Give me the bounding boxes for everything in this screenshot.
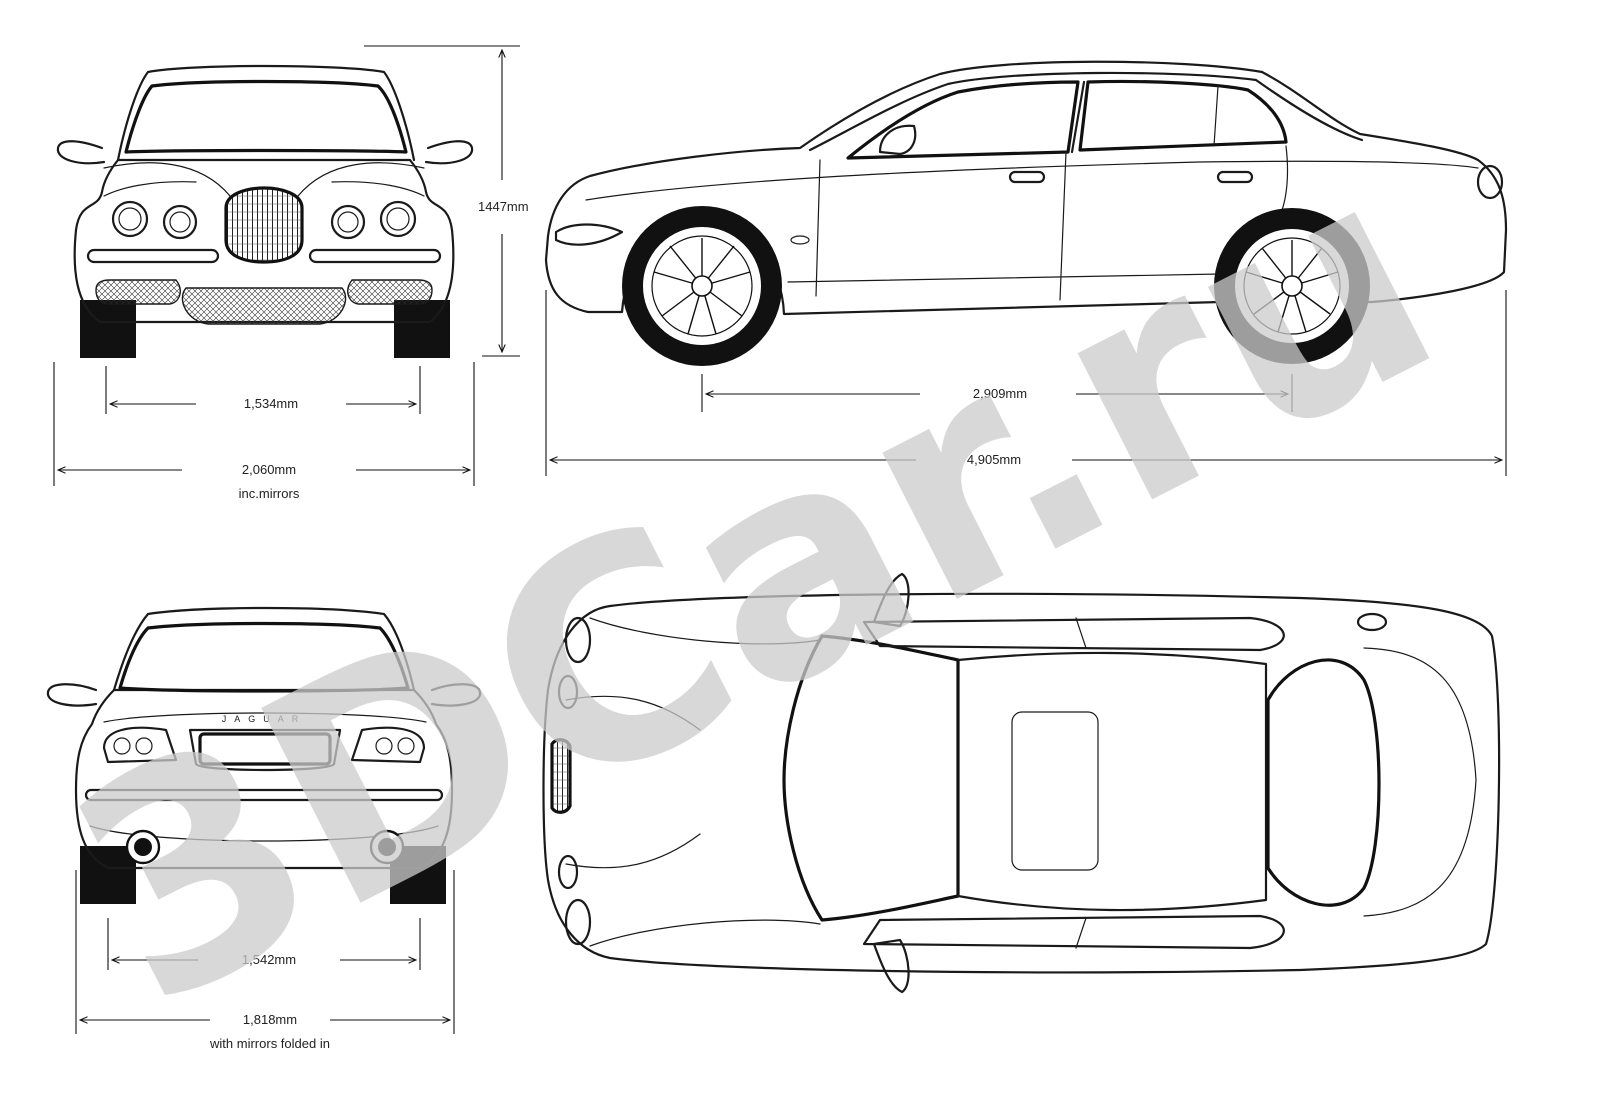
rear-diffuser-line	[89, 825, 439, 842]
dimension-lines	[53, 45, 1507, 1034]
top-view	[542, 572, 1501, 994]
front-greenhouse	[116, 64, 416, 162]
dim-front-width-mirrors: 2,060mm	[242, 462, 296, 477]
dim-front-width-note: inc.mirrors	[239, 486, 300, 501]
trunk-lid-line	[103, 712, 427, 723]
front-bumper-strip-right	[308, 248, 442, 264]
front-left-tyre	[80, 300, 136, 358]
rear-view: JAGUAR	[46, 606, 482, 904]
headlamp-outer-right	[379, 200, 417, 238]
top-fuel-cap	[1356, 612, 1388, 632]
front-right-mirror	[424, 140, 474, 165]
top-side-window-right	[862, 914, 1285, 950]
top-headlamp-2	[557, 674, 579, 710]
front-left-mirror	[56, 140, 106, 165]
side-rear-window	[1078, 79, 1288, 152]
top-headlamp-1	[564, 616, 592, 664]
top-side-window-left	[862, 616, 1285, 652]
hood-crease-left	[103, 162, 231, 197]
top-mirror-right	[872, 938, 910, 994]
top-headlamp-3	[557, 854, 579, 890]
top-windshield	[782, 634, 960, 922]
front-lower-intake-center	[181, 287, 347, 325]
side-shoulder-line	[585, 160, 1479, 201]
top-rear-window	[1266, 658, 1381, 907]
front-lower-intake-left	[95, 279, 181, 305]
front-view	[56, 64, 474, 358]
side-front-door-handle	[1008, 170, 1046, 184]
top-headlamp-4	[564, 898, 592, 946]
top-roof	[956, 651, 1268, 912]
side-front-wheel	[622, 206, 782, 366]
dim-wheelbase: 2,909mm	[973, 386, 1027, 401]
front-windshield	[124, 79, 408, 154]
rear-body-outline	[74, 688, 454, 870]
front-grille	[224, 186, 304, 264]
front-body-outline	[73, 158, 455, 324]
side-greenhouse-outline	[808, 71, 1364, 152]
rear-greenhouse	[112, 606, 416, 692]
headlamp-outer-left	[111, 200, 149, 238]
front-bumper-strip-left	[86, 248, 220, 264]
top-hood-line-upper	[589, 617, 821, 645]
top-hood-line-lower	[589, 919, 821, 947]
side-rear-door-handle	[1216, 170, 1254, 184]
side-view	[544, 60, 1508, 366]
side-taillamp	[1476, 164, 1504, 200]
top-mirror-left	[872, 572, 910, 628]
side-mirror	[878, 124, 917, 156]
dim-front-track: 1,534mm	[244, 396, 298, 411]
rear-plate	[198, 732, 332, 766]
side-rear-wheel	[1214, 208, 1370, 364]
dim-rear-width-note: with mirrors folded in	[209, 1036, 330, 1051]
headlamp-inner-left	[162, 204, 198, 240]
side-door-split	[1059, 151, 1067, 301]
front-lower-intake-right	[347, 279, 433, 305]
top-body-outline	[542, 592, 1501, 974]
top-hood-crease-lower	[565, 833, 701, 869]
top-grille	[550, 738, 572, 814]
rear-right-taillamp	[350, 726, 426, 764]
top-sunroof	[1011, 711, 1099, 871]
rear-left-tyre	[80, 846, 136, 904]
rear-right-mirror	[430, 683, 482, 707]
rear-plate-recess	[188, 728, 342, 772]
side-front-door-leading-edge	[815, 159, 821, 297]
dim-rear-width-folded: 1,818mm	[243, 1012, 297, 1027]
side-headlamp	[554, 223, 624, 246]
headlamp-inner-right	[330, 204, 366, 240]
side-indicator	[790, 235, 810, 245]
side-sill-line	[787, 273, 1221, 283]
side-c-pillar-line	[1213, 85, 1219, 147]
rear-window	[118, 621, 410, 693]
rear-left-taillamp	[102, 726, 178, 764]
dim-rear-track: 1,542mm	[242, 952, 296, 967]
side-b-pillar	[1070, 80, 1086, 154]
dim-front-height: 1447mm	[478, 199, 529, 214]
top-trunk-line	[1363, 647, 1477, 917]
top-hood-crease-upper	[565, 695, 701, 731]
rear-left-mirror	[46, 683, 98, 707]
headlamp-brow-right	[331, 181, 425, 197]
hood-crease-right	[297, 162, 425, 197]
rear-bumper-strip	[84, 788, 444, 802]
side-front-window	[846, 80, 1080, 160]
trunk-lettering: JAGUAR	[222, 714, 307, 724]
top-b-pillars	[1075, 617, 1087, 949]
dim-overall-length: 4,905mm	[967, 452, 1021, 467]
headlamp-brow-left	[103, 181, 197, 197]
